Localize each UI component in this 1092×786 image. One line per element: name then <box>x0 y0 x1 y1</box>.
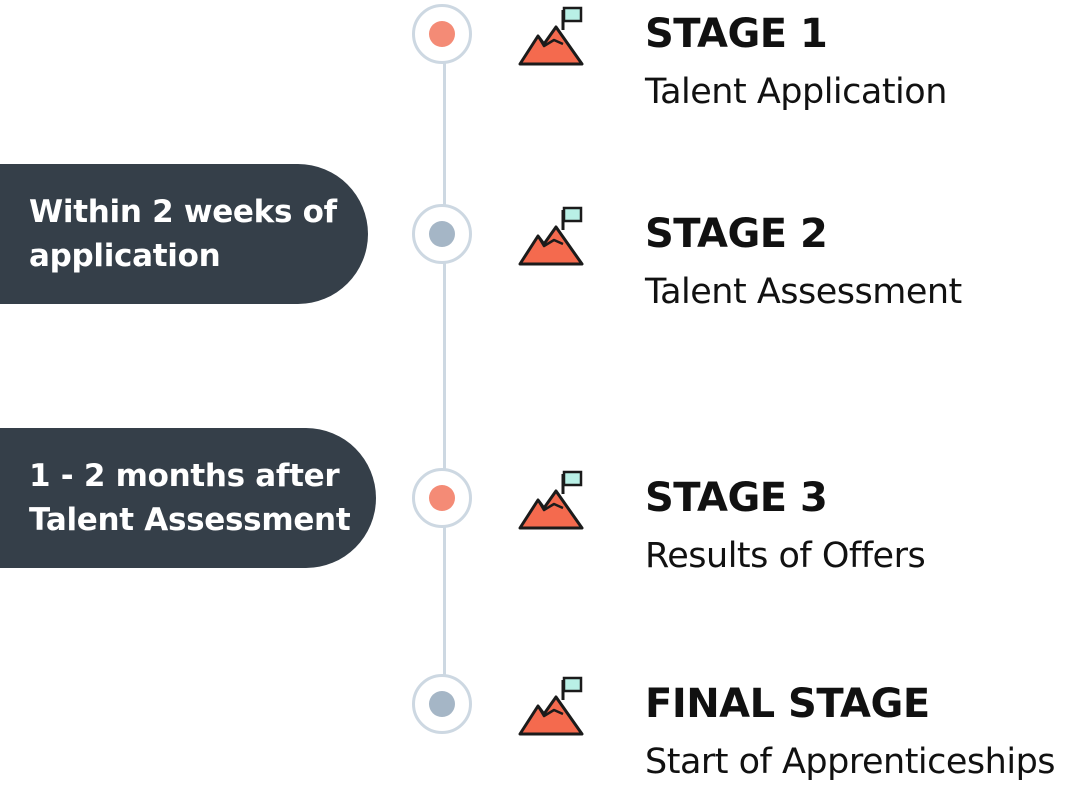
duration-pill-text: 1 - 2 months after Talent Assessment <box>29 454 351 542</box>
duration-line-2: Talent Assessment <box>29 502 351 538</box>
mountain-flag-icon <box>518 6 584 66</box>
timeline-node-stage-3 <box>412 468 472 528</box>
duration-pill-1: Within 2 weeks of application <box>0 164 368 304</box>
mountain-flag-icon <box>518 206 584 266</box>
stage-title: STAGE 3 <box>645 475 828 521</box>
timeline-node-stage-2 <box>412 204 472 264</box>
stage-subtitle: Talent Assessment <box>645 272 962 312</box>
stage-title: FINAL STAGE <box>645 681 930 727</box>
stage-dot <box>429 221 455 247</box>
duration-line-2: application <box>29 238 221 274</box>
duration-pill-2: 1 - 2 months after Talent Assessment <box>0 428 376 568</box>
stage-title: STAGE 1 <box>645 11 828 57</box>
stage-subtitle: Start of Apprenticeships <box>645 742 1056 782</box>
stage-subtitle: Talent Application <box>645 72 947 112</box>
duration-line-1: 1 - 2 months after <box>29 458 340 494</box>
timeline-node-stage-1 <box>412 4 472 64</box>
stage-title: STAGE 2 <box>645 211 828 257</box>
duration-pill-text: Within 2 weeks of application <box>29 190 337 278</box>
mountain-flag-icon <box>518 470 584 530</box>
mountain-flag-icon <box>518 676 584 736</box>
timeline-node-final-stage <box>412 674 472 734</box>
stage-dot <box>429 691 455 717</box>
stage-dot <box>429 21 455 47</box>
stage-dot <box>429 485 455 511</box>
timeline-line <box>443 34 446 704</box>
stage-subtitle: Results of Offers <box>645 536 926 576</box>
duration-line-1: Within 2 weeks of <box>29 194 337 230</box>
